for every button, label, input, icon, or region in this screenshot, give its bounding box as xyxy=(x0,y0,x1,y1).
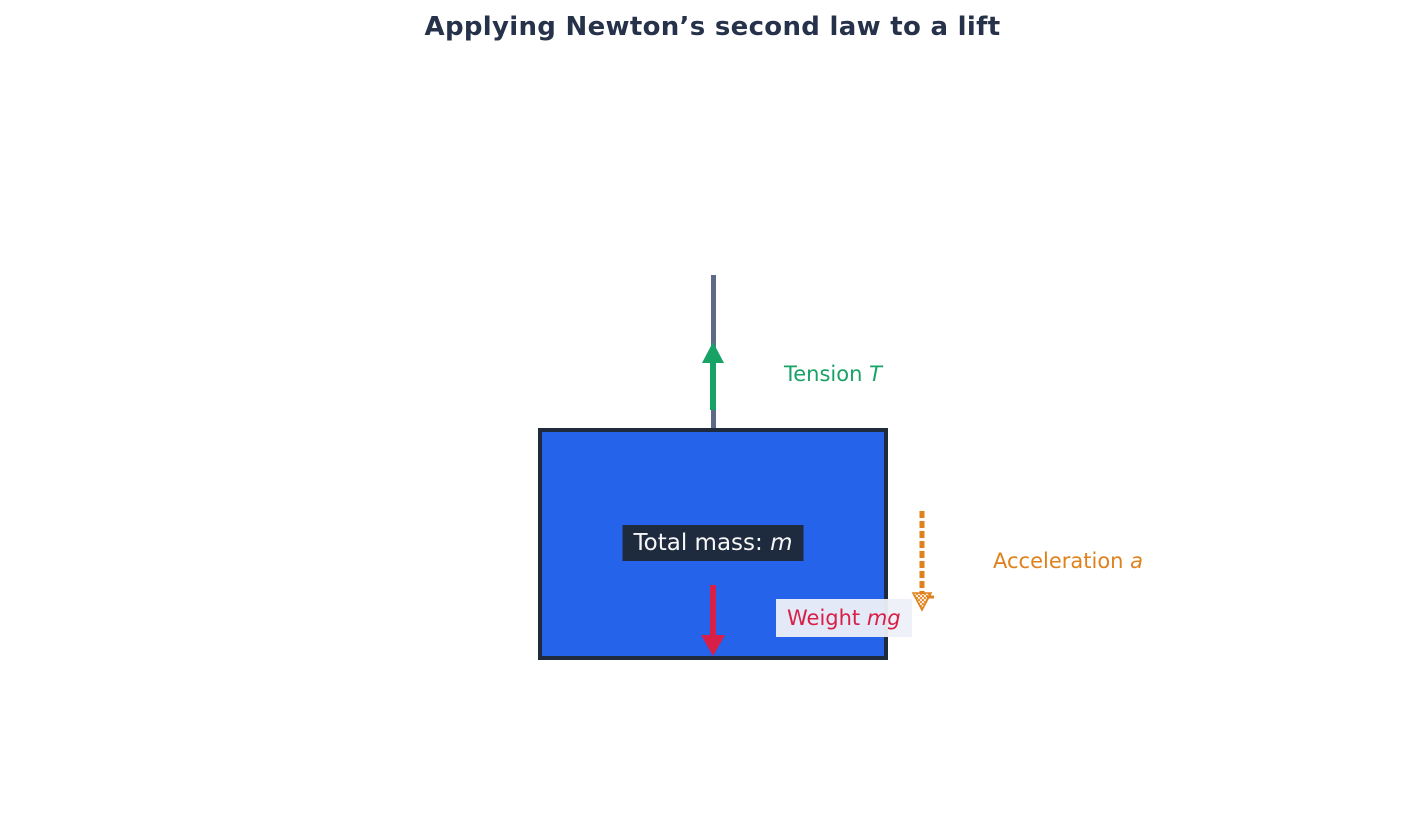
mass-symbol: m xyxy=(770,530,793,556)
weight-arrow xyxy=(701,585,725,656)
weight-label-text: Weight xyxy=(787,606,867,630)
tension-symbol: T xyxy=(869,362,882,386)
weight-label: Weight mg xyxy=(776,599,912,637)
tension-arrow xyxy=(702,342,724,410)
mass-label-text: Total mass: xyxy=(633,530,771,556)
acceleration-label: Acceleration a xyxy=(993,549,1143,573)
weight-symbol: mg xyxy=(866,606,901,630)
acceleration-symbol: a xyxy=(1130,549,1144,573)
tension-label: Tension T xyxy=(784,362,882,386)
diagram-title: Applying Newton’s second law to a lift xyxy=(424,12,1001,42)
mass-label: Total mass: m xyxy=(622,525,804,561)
acceleration-arrow xyxy=(911,511,934,612)
tension-label-text: Tension xyxy=(784,362,870,386)
acceleration-label-text: Acceleration xyxy=(993,549,1131,573)
